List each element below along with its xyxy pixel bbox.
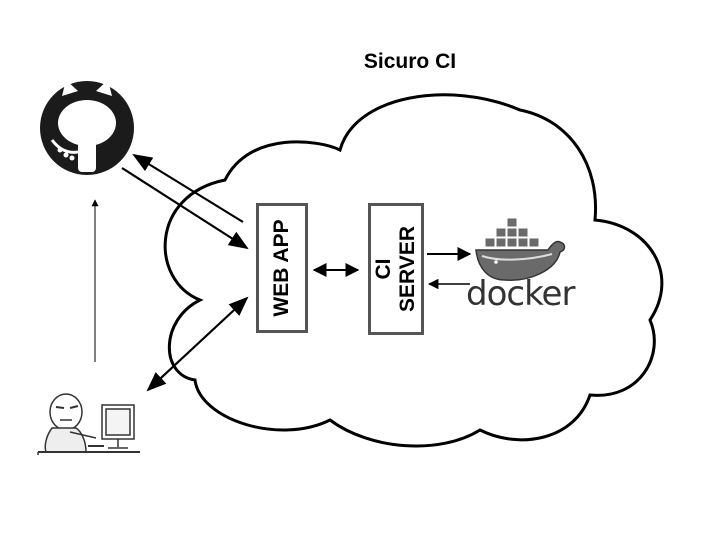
ci-server-box: CI SERVER (368, 203, 424, 335)
docker-label: docker (466, 274, 575, 314)
github-label: GitHub (65, 120, 108, 135)
arrow-github-to-webapp (121, 167, 249, 250)
diagram-title: Sicuro CI (363, 50, 457, 73)
arrow-user-webapp (146, 296, 249, 392)
arrow-webapp-to-github (132, 153, 244, 223)
ci-server-label-line2: SERVER (396, 226, 419, 312)
ci-server-label: CI SERVER (372, 226, 420, 312)
ci-server-label-line1: CI (372, 258, 395, 280)
docker-logo (475, 217, 566, 281)
user-at-computer (37, 393, 140, 455)
github-logo: GitHub (40, 80, 134, 175)
web-app-label: WEB APP (270, 219, 293, 317)
web-app-box: WEB APP (256, 203, 308, 333)
